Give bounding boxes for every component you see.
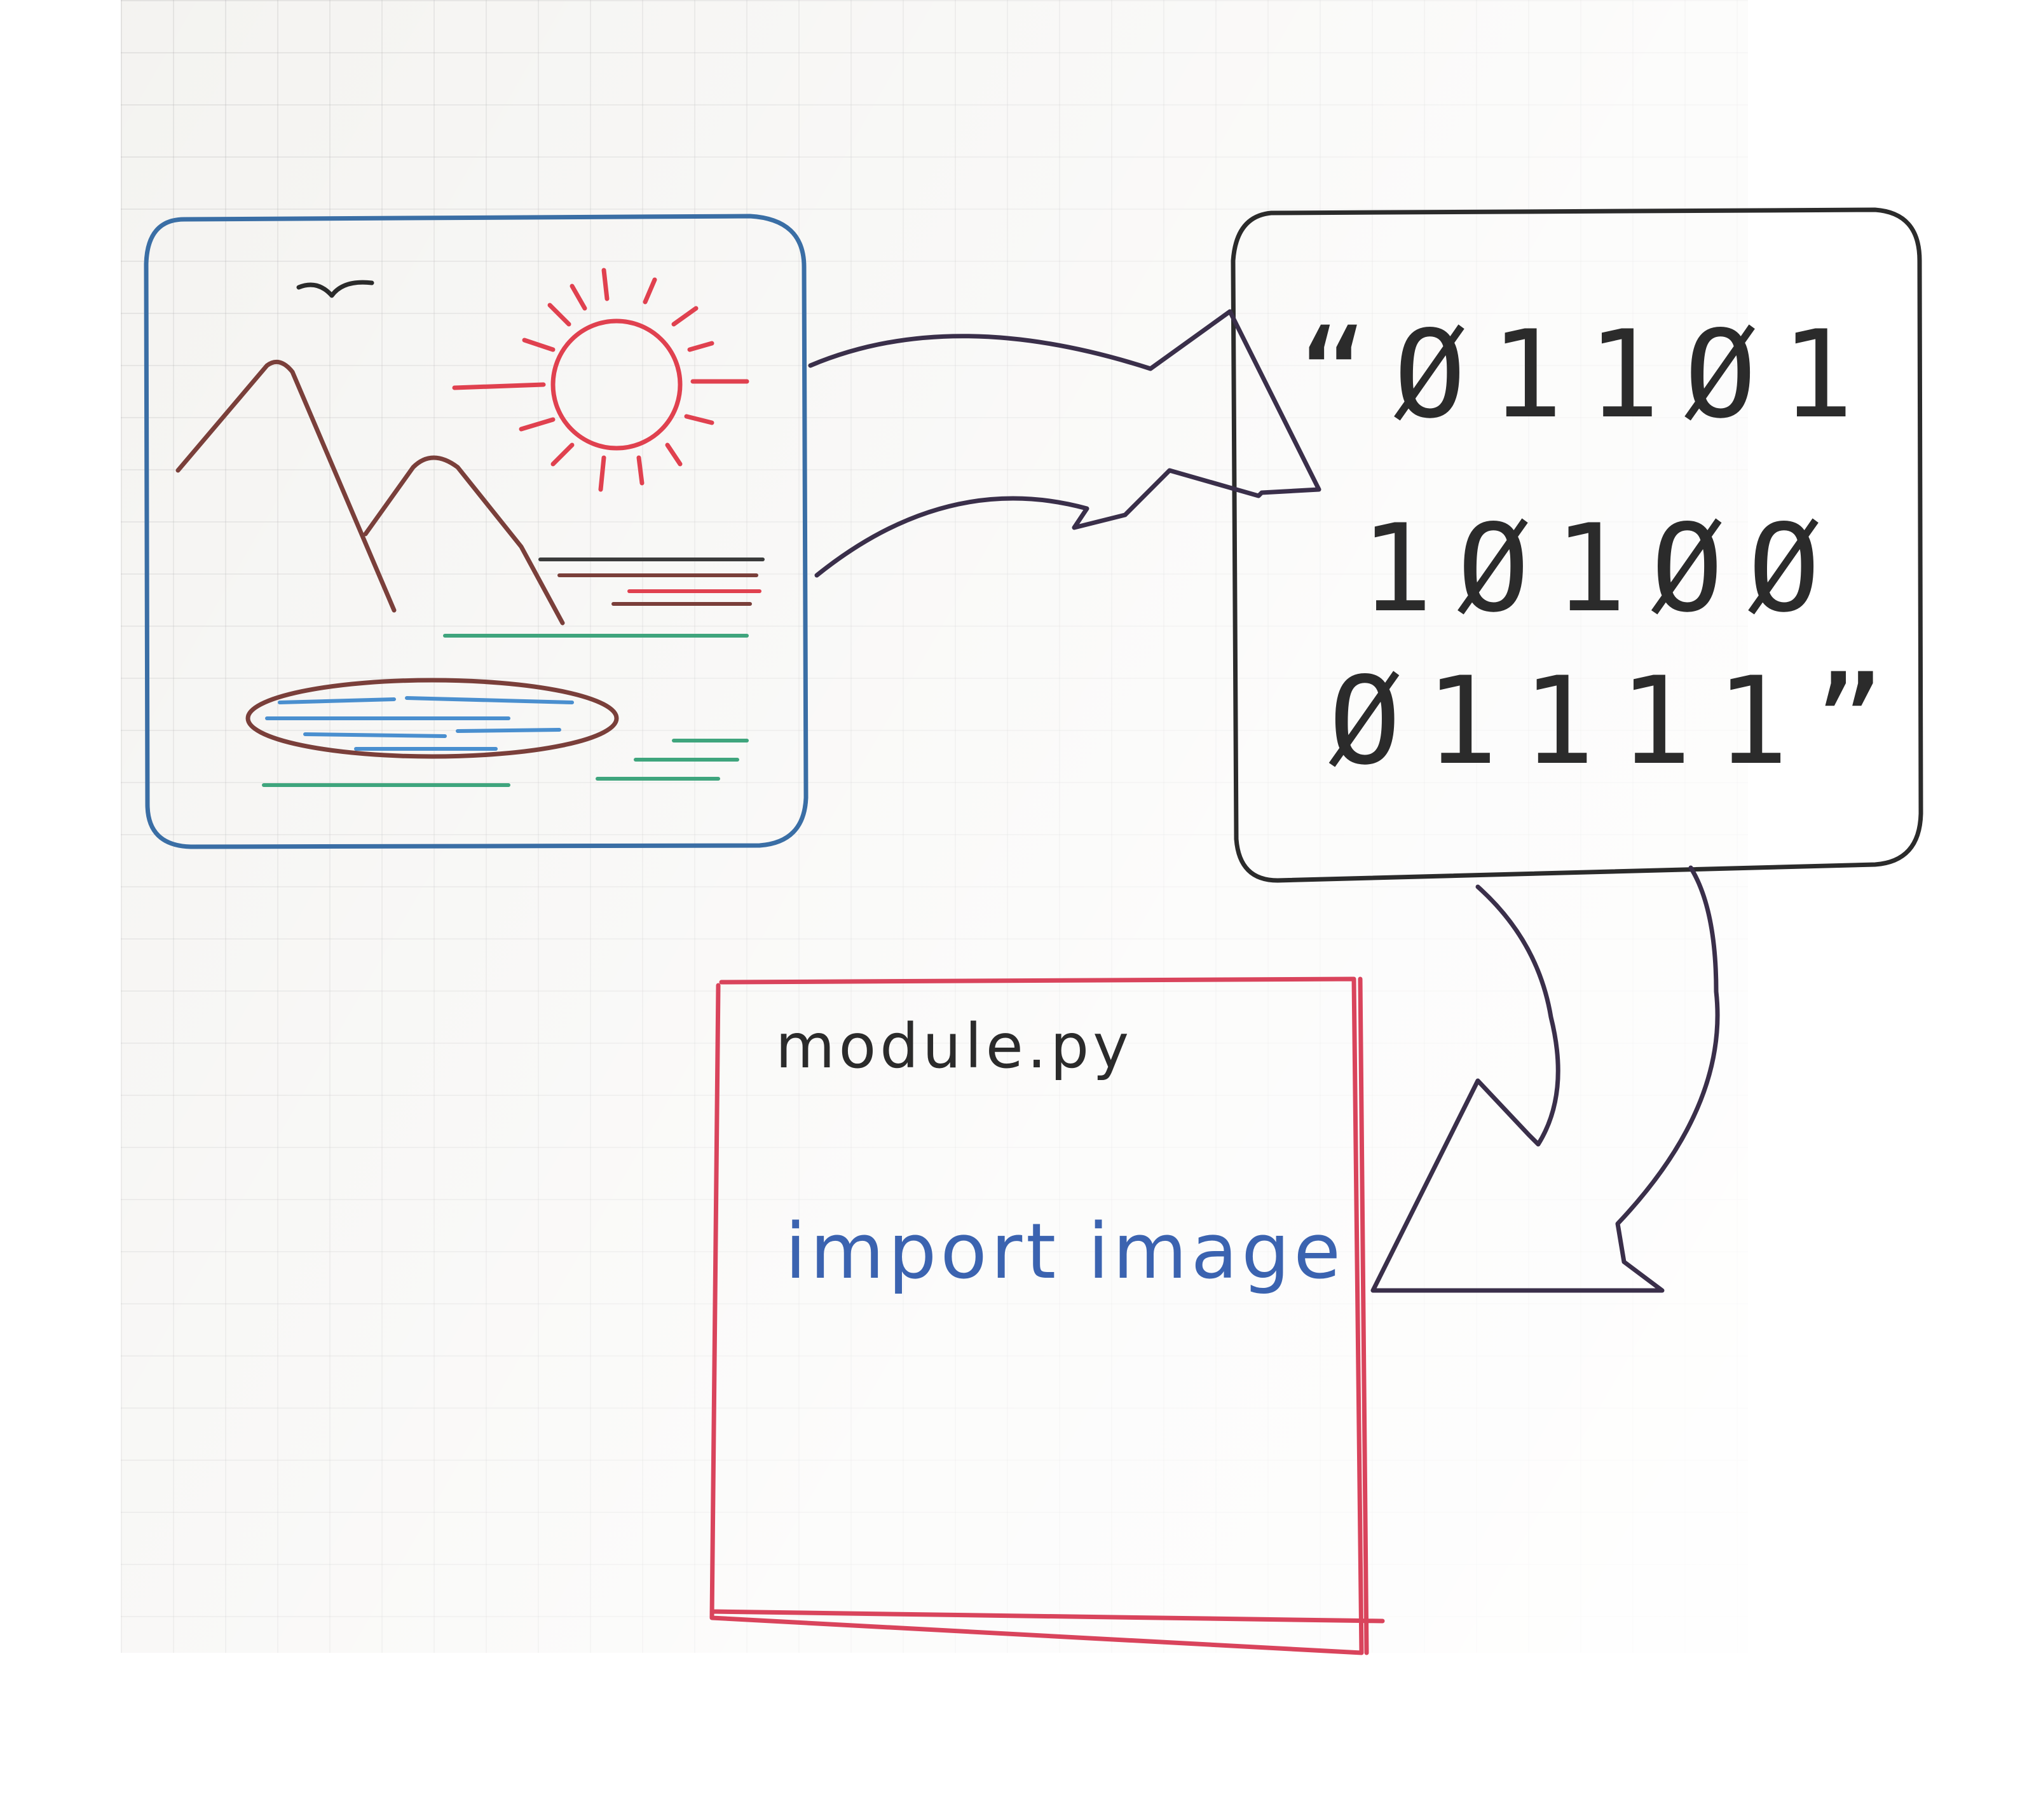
bits-line-1: “Ø11Ø1: [1297, 304, 1878, 445]
sun-rays-icon: [452, 268, 749, 492]
grass-lines-icon: [262, 634, 749, 787]
image-box-border: [144, 214, 809, 849]
bits-line-2: 1Ø1ØØ: [1360, 498, 1845, 639]
lake-water-icon: [265, 696, 574, 751]
arrow-image-to-bits: [808, 309, 1321, 578]
bits-box-border: [1231, 207, 1923, 883]
landscape-icon: [175, 268, 765, 787]
mountain-small-icon: [363, 455, 565, 626]
arrow-bits-to-code: [1370, 865, 1720, 1293]
mountain-large-icon: [175, 359, 397, 613]
horizon-lines-icon: [538, 558, 765, 606]
paper-lighting: [121, 0, 1748, 1653]
sun-icon: [550, 318, 683, 451]
code-filename: module.py: [775, 1011, 1133, 1082]
bird-icon: [296, 280, 374, 298]
code-line-import: import image: [785, 1208, 1345, 1296]
code-box-border: [709, 976, 1385, 1655]
lake-icon: [245, 678, 619, 759]
image-box: [144, 214, 809, 849]
bits-line-3: Ø1111”: [1328, 651, 1910, 791]
